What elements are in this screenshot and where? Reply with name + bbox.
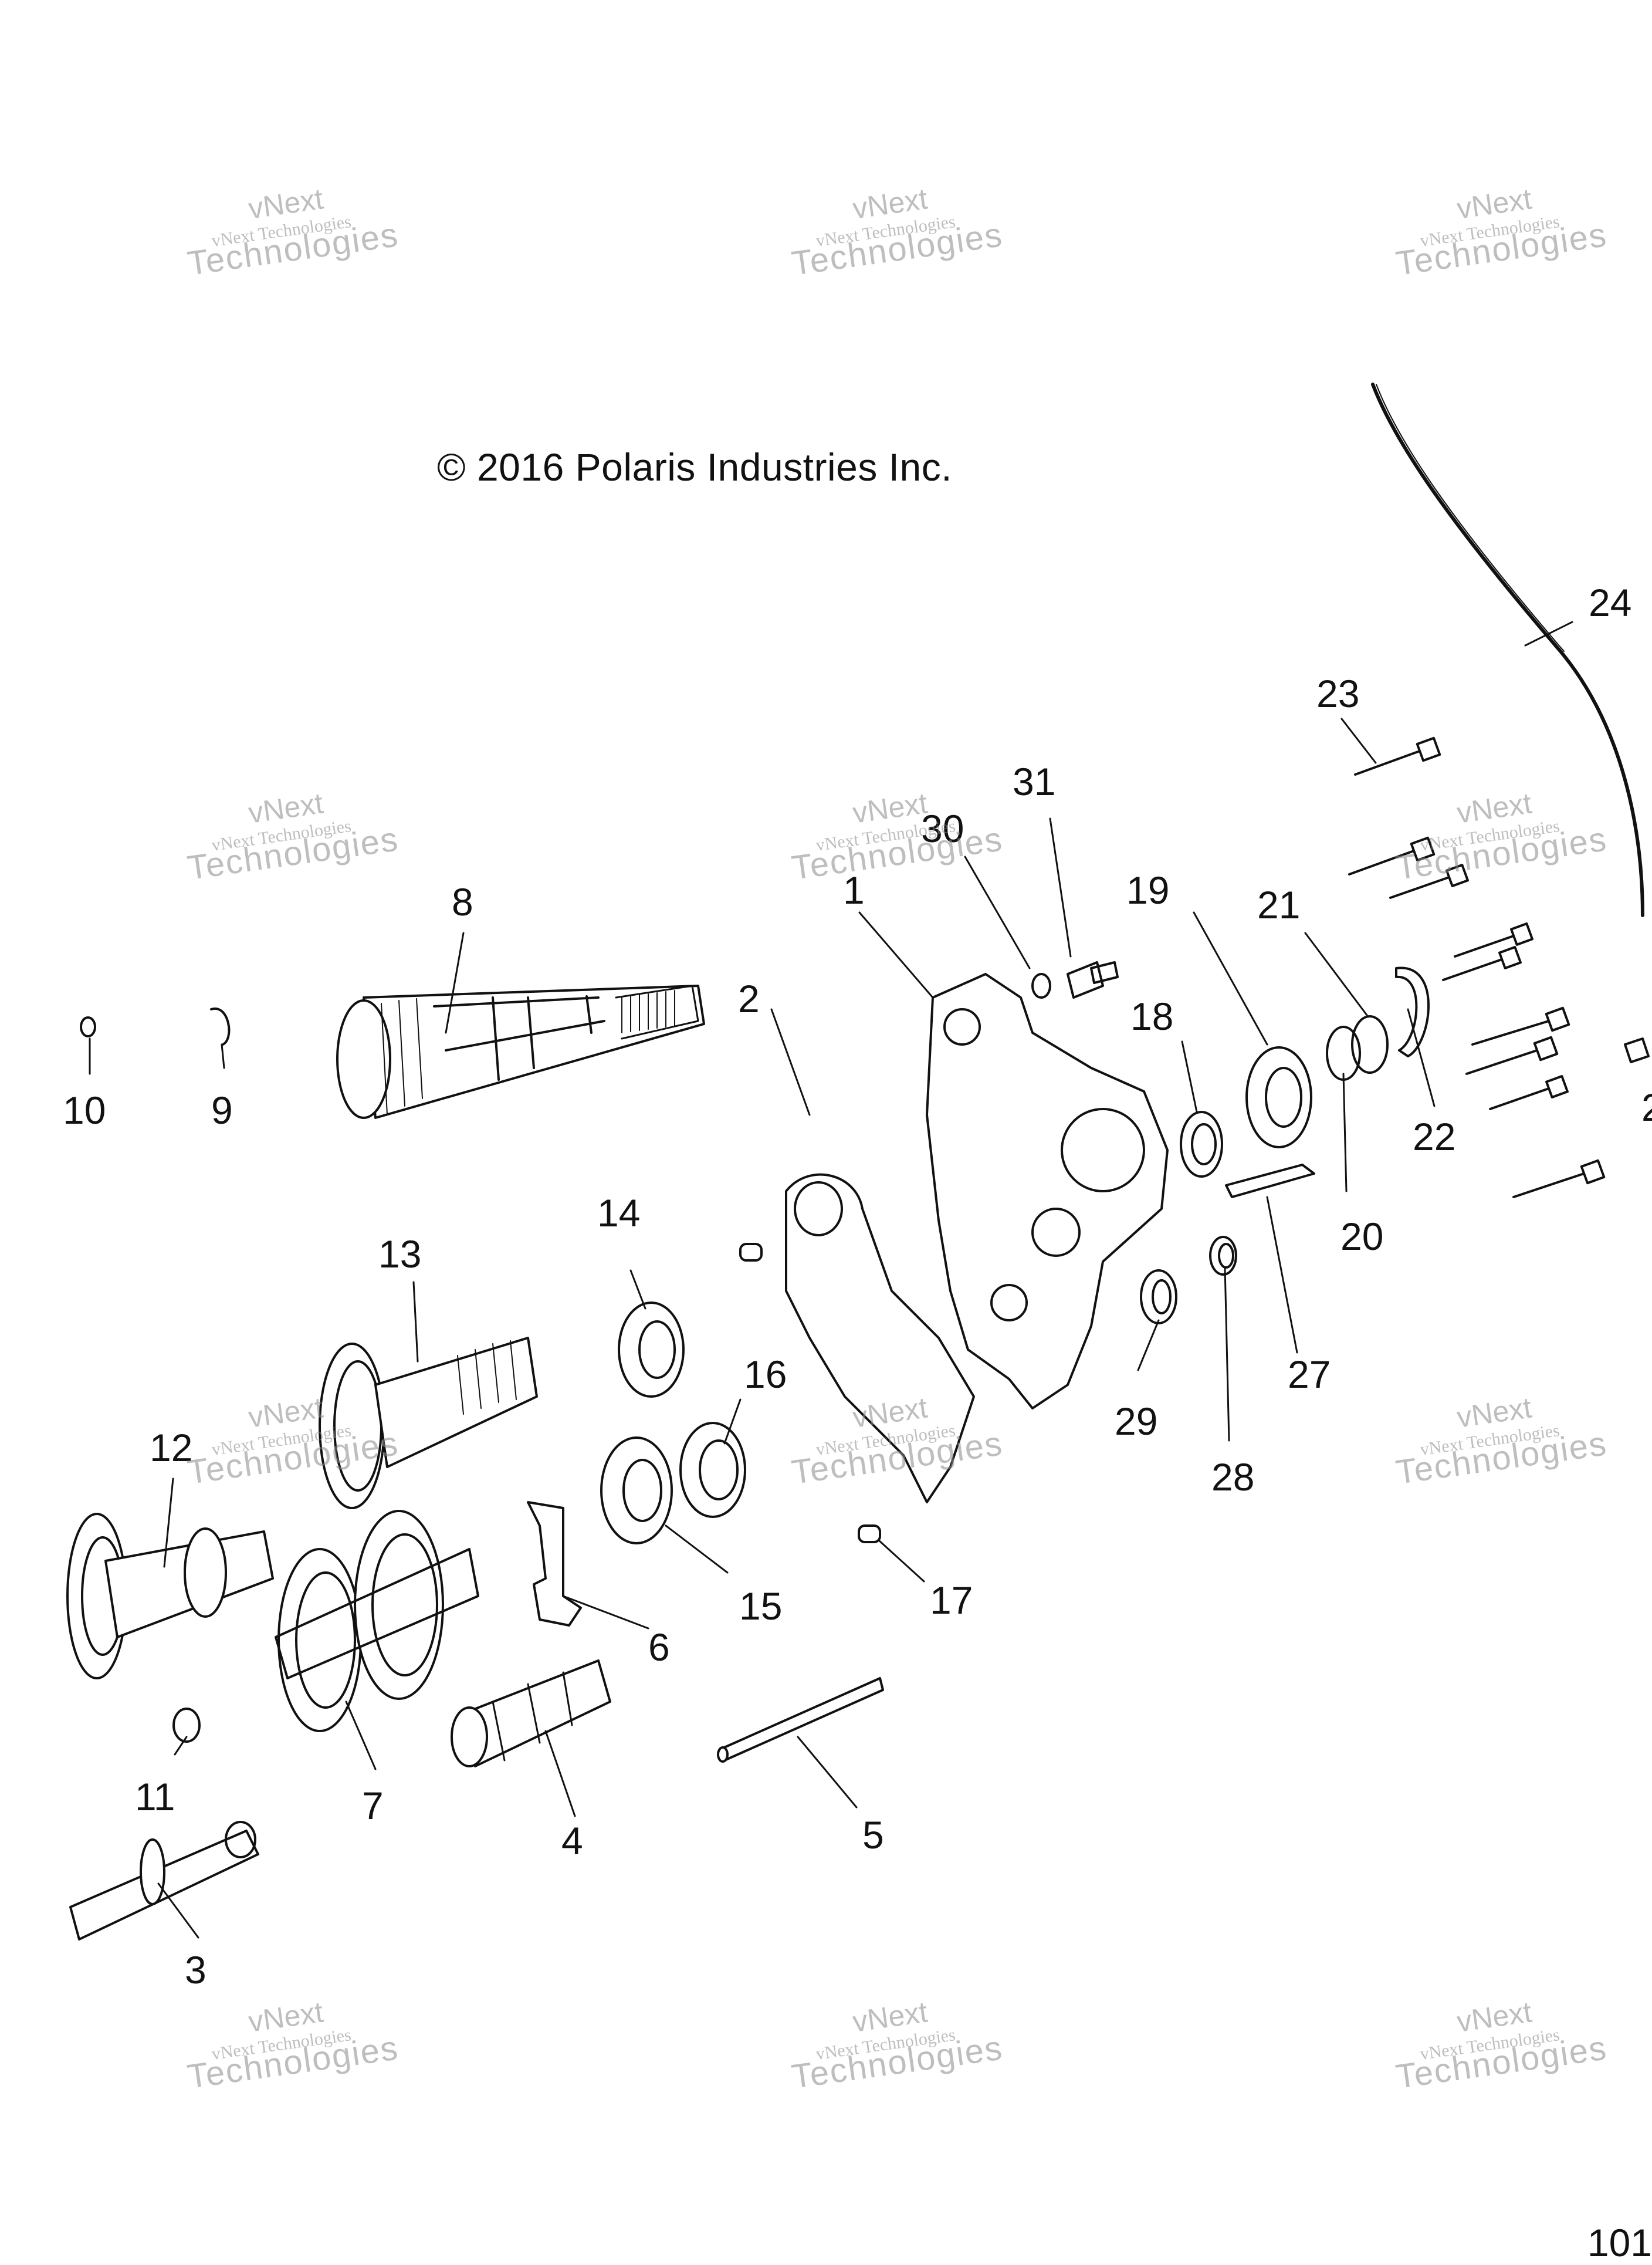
partial-part-right xyxy=(1624,1037,1650,1063)
callout-18: 18 xyxy=(1130,995,1173,1038)
callout-partial-2: 2 xyxy=(1641,1086,1652,1129)
callout-15: 15 xyxy=(739,1584,782,1628)
callout-8: 8 xyxy=(452,880,473,924)
callout-20: 20 xyxy=(1340,1215,1383,1258)
part-12-gear-shaft xyxy=(66,1513,274,1679)
callout-24: 24 xyxy=(1589,581,1631,624)
callout-31: 31 xyxy=(1013,760,1055,803)
callout-4: 4 xyxy=(561,1819,583,1862)
part-24-rod xyxy=(1371,383,1644,917)
callout-14: 14 xyxy=(597,1191,640,1235)
part-11-washer xyxy=(172,1708,201,1743)
callout-9: 9 xyxy=(211,1088,233,1132)
part-6-fork xyxy=(527,1501,582,1627)
part-7-gear-cluster xyxy=(275,1510,479,1732)
part-28-seal xyxy=(1209,1236,1237,1276)
part-29-seal xyxy=(1140,1269,1177,1324)
part-3-shaft xyxy=(69,1821,259,1941)
part-31-bolt xyxy=(1067,961,1119,999)
callout-numbers: 1 2 3 4 5 6 7 8 9 10 11 12 13 14 15 16 1… xyxy=(63,581,1652,1992)
callout-11: 11 xyxy=(135,1775,175,1818)
callout-19: 19 xyxy=(1126,868,1169,912)
part-18-seal xyxy=(1180,1111,1223,1178)
callout-13: 13 xyxy=(378,1232,421,1276)
part-9-clip xyxy=(210,1007,231,1046)
callout-28: 28 xyxy=(1211,1455,1254,1499)
page-number: 101 xyxy=(1587,2221,1652,2264)
callout-30: 30 xyxy=(921,807,964,850)
callout-2: 2 xyxy=(738,977,760,1020)
callout-5: 5 xyxy=(862,1813,884,1857)
part-27-clip xyxy=(1225,1164,1315,1198)
callout-10: 10 xyxy=(63,1088,106,1132)
callout-22: 22 xyxy=(1413,1115,1455,1158)
dowel xyxy=(739,1243,763,1262)
part-21-ring xyxy=(1351,1015,1389,1074)
callout-16: 16 xyxy=(744,1353,787,1396)
callout-7: 7 xyxy=(362,1784,384,1827)
part-23-bolts xyxy=(1348,736,1606,1198)
callout-21: 21 xyxy=(1257,883,1300,927)
part-8-shaft xyxy=(336,985,705,1119)
part-16-bearing xyxy=(679,1422,746,1518)
part-10-ring xyxy=(80,1016,96,1037)
part-14-bearing xyxy=(618,1301,685,1398)
part-19-bearing xyxy=(1245,1046,1312,1148)
callout-29: 29 xyxy=(1115,1399,1157,1443)
callout-27: 27 xyxy=(1288,1353,1331,1396)
callout-12: 12 xyxy=(150,1426,192,1469)
part-1-housing xyxy=(926,973,1169,1409)
part-15-bearing xyxy=(600,1436,673,1544)
part-13-gear-shaft xyxy=(319,1337,538,1509)
part-22-circlip xyxy=(1395,966,1430,1057)
part-2-gasket xyxy=(785,1173,975,1503)
part-20-ring xyxy=(1326,1026,1361,1081)
part-5-pin xyxy=(720,1677,884,1762)
callout-1: 1 xyxy=(843,868,865,912)
part-30-washer xyxy=(1031,973,1051,999)
part-17-dowel xyxy=(858,1524,881,1543)
callout-23: 23 xyxy=(1316,672,1359,715)
callout-6: 6 xyxy=(648,1625,670,1669)
part-4-shift-drum xyxy=(451,1659,611,1767)
copyright-text: © 2016 Polaris Industries Inc. xyxy=(437,445,953,489)
callout-17: 17 xyxy=(930,1578,973,1622)
callout-3: 3 xyxy=(185,1948,206,1992)
